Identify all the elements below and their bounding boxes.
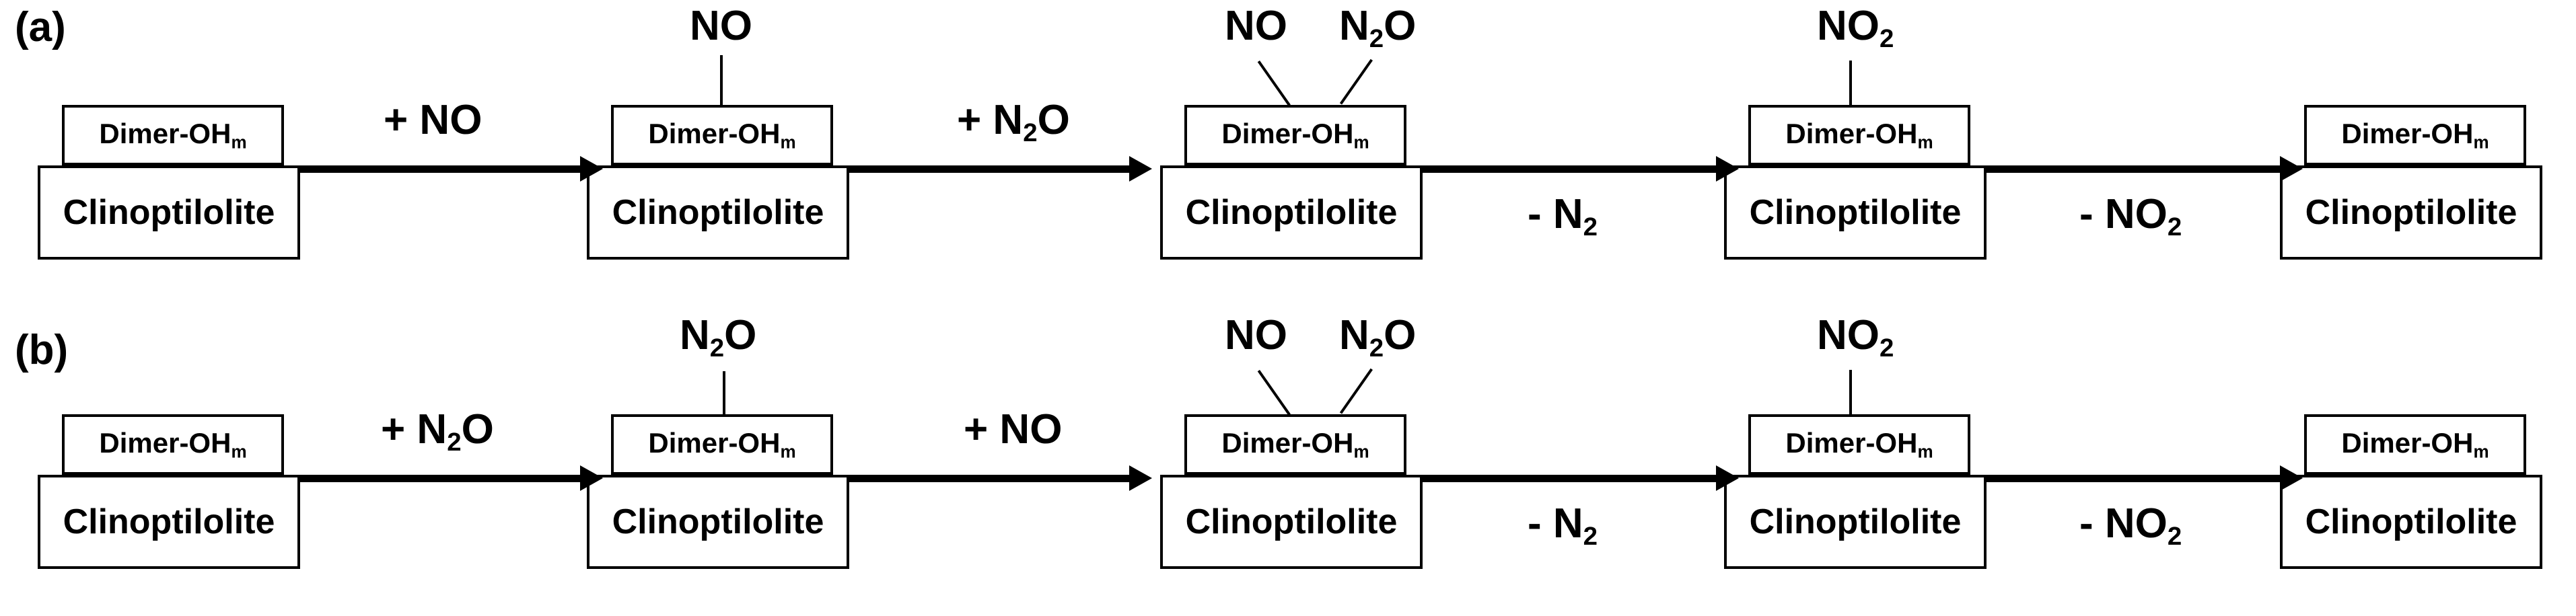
dimer-box-a-0: Dimer-OHm [62, 105, 284, 165]
clino-box-b-1: Clinoptilolite [587, 475, 849, 569]
clino-box-b-3: Clinoptilolite [1724, 475, 1987, 569]
clino-label-b-1: Clinoptilolite [612, 502, 824, 541]
clino-label-b-0: Clinoptilolite [63, 502, 275, 541]
arrow-a-4-head [2280, 156, 2303, 182]
clino-label-b-4: Clinoptilolite [2305, 502, 2517, 541]
arrow-b-4-head [2280, 465, 2303, 491]
clino-box-b-0: Clinoptilolite [38, 475, 300, 569]
adsorbate-label-b-3-no2: NO2 [1817, 312, 1894, 362]
dimer-box-b-1: Dimer-OHm [611, 414, 833, 475]
clino-label-a-2: Clinoptilolite [1185, 193, 1398, 232]
panel-a-label: (a) [15, 4, 66, 50]
leader-line-b-3 [1849, 370, 1852, 414]
clino-box-a-1: Clinoptilolite [587, 165, 849, 260]
dimer-label-a-4: Dimer-OHm [2341, 117, 2489, 153]
adsorbate-label-b-2-n2o: N2O [1339, 312, 1417, 362]
arrow-a-1-head [580, 156, 603, 182]
clino-box-b-4: Clinoptilolite [2280, 475, 2542, 569]
arrow-a-2-shaft [849, 165, 1132, 173]
clino-label-b-2: Clinoptilolite [1185, 502, 1398, 541]
panel-b-label: (b) [15, 327, 69, 373]
reaction-label-a-1: + NO [384, 97, 482, 143]
dimer-label-a-2: Dimer-OHm [1221, 117, 1369, 153]
reaction-label-a-2: + N2O [957, 97, 1070, 147]
dimer-box-b-4: Dimer-OHm [2304, 414, 2526, 475]
clino-box-a-0: Clinoptilolite [38, 165, 300, 260]
arrow-b-1-shaft [300, 475, 583, 482]
adsorbate-label-a-3-no2: NO2 [1817, 3, 1894, 53]
arrow-b-2-head [1129, 465, 1152, 491]
arrow-a-1-shaft [300, 165, 583, 173]
reaction-label-b-3: - N2 [1528, 500, 1598, 551]
arrow-a-3-shaft [1423, 165, 1719, 173]
dimer-label-a-3: Dimer-OHm [1785, 117, 1933, 153]
dimer-box-b-3: Dimer-OHm [1748, 414, 1970, 475]
dimer-box-a-3: Dimer-OHm [1748, 105, 1970, 165]
arrow-a-4-shaft [1987, 165, 2283, 173]
reaction-label-a-4: - NO2 [2079, 191, 2182, 241]
adsorbate-label-a-1-no: NO [690, 3, 752, 49]
leader-line-a-2-right [1339, 59, 1373, 105]
leader-line-a-1 [720, 55, 723, 105]
clino-box-a-2: Clinoptilolite [1160, 165, 1423, 260]
arrow-b-2-shaft [849, 475, 1132, 482]
reaction-label-b-1: + N2O [381, 406, 494, 457]
leader-line-a-2-left [1257, 61, 1291, 106]
leader-line-b-2-left [1257, 370, 1291, 416]
clino-label-a-1: Clinoptilolite [612, 193, 824, 232]
dimer-box-b-2: Dimer-OHm [1184, 414, 1406, 475]
clino-label-a-3: Clinoptilolite [1749, 193, 1962, 232]
dimer-box-a-4: Dimer-OHm [2304, 105, 2526, 165]
arrow-a-3-head [1716, 156, 1739, 182]
arrow-b-4-shaft [1987, 475, 2283, 482]
clino-label-a-0: Clinoptilolite [63, 193, 275, 232]
reaction-label-b-2: + NO [964, 406, 1063, 453]
leader-line-b-1 [723, 371, 725, 414]
arrow-b-1-head [580, 465, 603, 491]
dimer-label-b-1: Dimer-OHm [648, 426, 796, 462]
arrow-b-3-head [1716, 465, 1739, 491]
dimer-label-a-1: Dimer-OHm [648, 117, 796, 153]
clino-box-a-4: Clinoptilolite [2280, 165, 2542, 260]
reaction-label-a-3: - N2 [1528, 191, 1598, 241]
clino-label-a-4: Clinoptilolite [2305, 193, 2517, 232]
adsorbate-label-a-2-no: NO [1225, 3, 1287, 49]
adsorbate-label-b-1-n2o: N2O [680, 312, 757, 362]
dimer-label-a-0: Dimer-OHm [99, 117, 247, 153]
clino-box-b-2: Clinoptilolite [1160, 475, 1423, 569]
adsorbate-label-b-2-no: NO [1225, 312, 1287, 358]
dimer-box-b-0: Dimer-OHm [62, 414, 284, 475]
reaction-label-b-4: - NO2 [2079, 500, 2182, 551]
dimer-label-b-4: Dimer-OHm [2341, 426, 2489, 462]
leader-line-a-3 [1849, 61, 1852, 105]
adsorbate-label-a-2-n2o: N2O [1339, 3, 1417, 53]
arrow-a-2-head [1129, 156, 1152, 182]
leader-line-b-2-right [1339, 368, 1373, 414]
dimer-box-a-1: Dimer-OHm [611, 105, 833, 165]
clino-label-b-3: Clinoptilolite [1749, 502, 1962, 541]
dimer-box-a-2: Dimer-OHm [1184, 105, 1406, 165]
dimer-label-b-3: Dimer-OHm [1785, 426, 1933, 462]
dimer-label-b-2: Dimer-OHm [1221, 426, 1369, 462]
arrow-b-3-shaft [1423, 475, 1719, 482]
dimer-label-b-0: Dimer-OHm [99, 426, 247, 462]
clino-box-a-3: Clinoptilolite [1724, 165, 1987, 260]
